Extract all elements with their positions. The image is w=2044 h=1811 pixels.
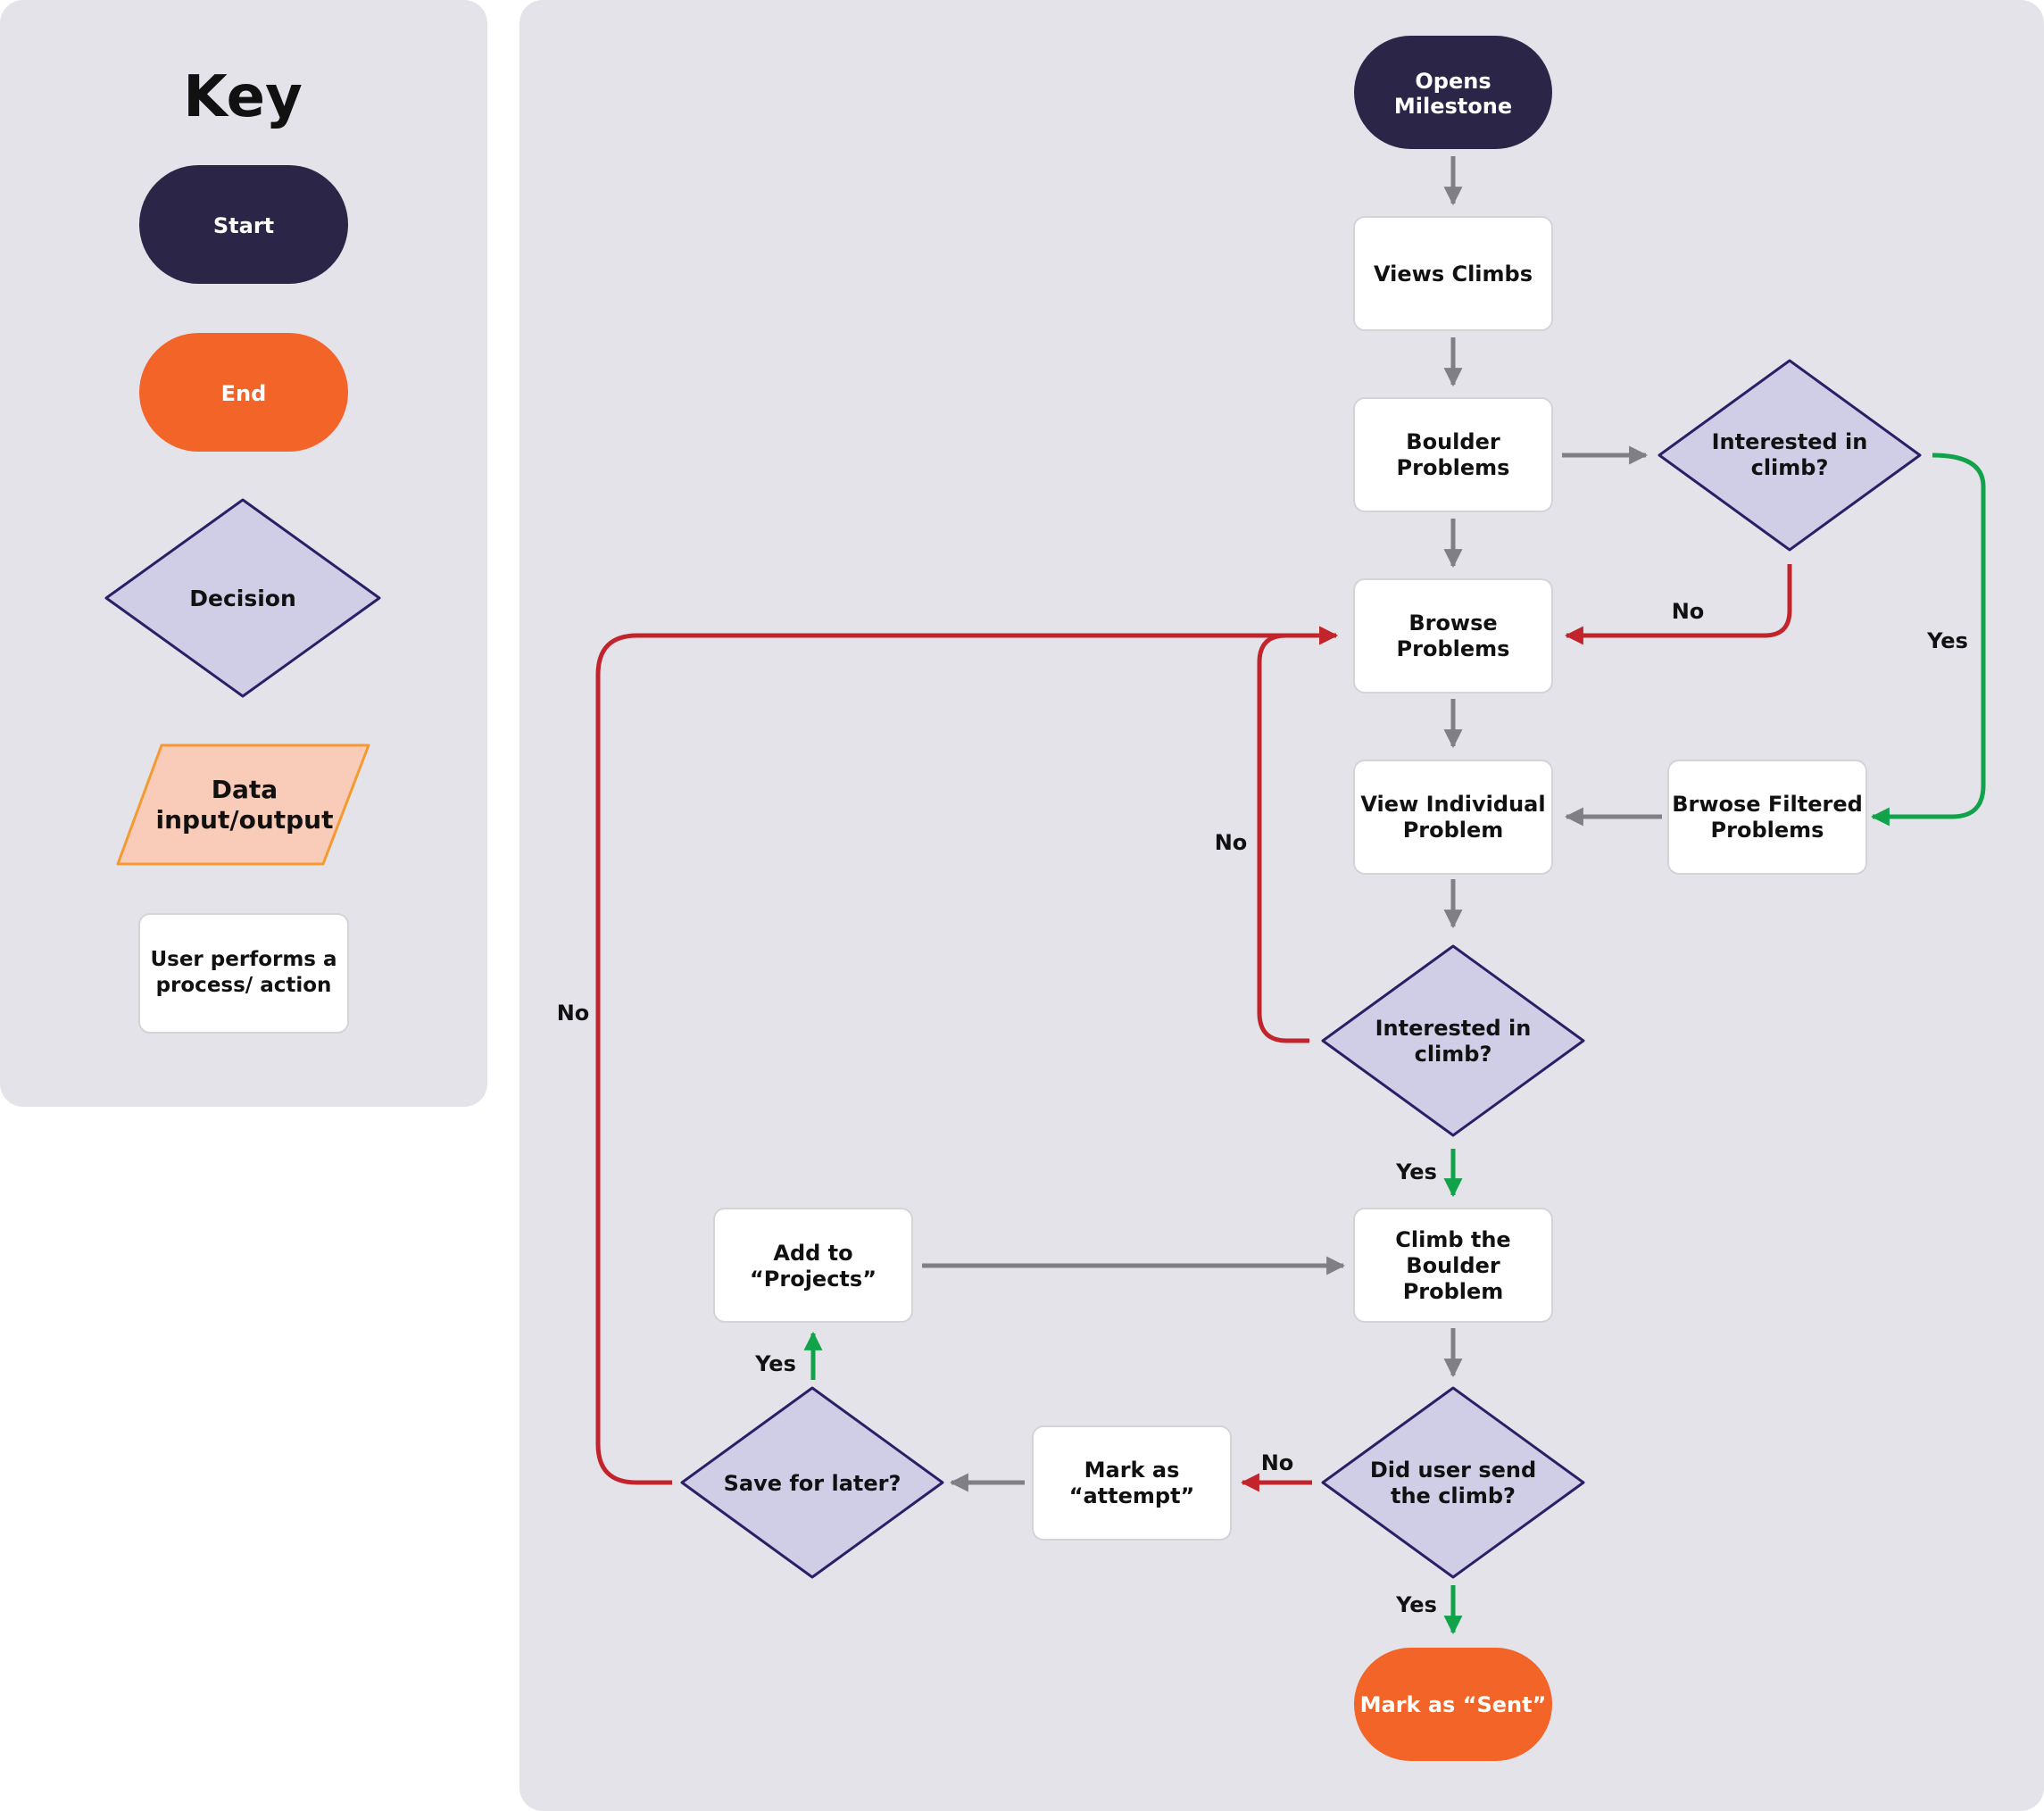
node-did-send-line-1: Did user send bbox=[1370, 1458, 1536, 1483]
key-start-label: Start bbox=[213, 213, 274, 238]
key-decision-label: Decision bbox=[189, 586, 296, 611]
edge-label-no: No bbox=[1215, 830, 1248, 855]
node-mark-sent-line-1: Mark as “Sent” bbox=[1360, 1692, 1547, 1717]
node-views-climbs-line-1: Views Climbs bbox=[1374, 262, 1533, 287]
node-view-individual-line-1: View Individual bbox=[1360, 792, 1545, 817]
node-opens-milestone-shape bbox=[1354, 36, 1552, 149]
node-view-individual-line-2: Problem bbox=[1403, 818, 1504, 843]
node-add-projects-line-1: Add to bbox=[773, 1241, 852, 1266]
node-save-later-shape bbox=[680, 1386, 944, 1579]
edge-label-no: No bbox=[1261, 1450, 1294, 1475]
edge-label-yes: Yes bbox=[1395, 1592, 1437, 1617]
node-browse-problems-line-2: Problems bbox=[1397, 636, 1510, 661]
node-mark-attempt-line-2: “attempt” bbox=[1069, 1483, 1195, 1508]
node-add-projects-shape bbox=[713, 1208, 913, 1323]
node-browse-problems-line-1: Browse bbox=[1408, 611, 1497, 636]
arrow-interested1-yes-to-filtered bbox=[1870, 453, 1986, 827]
node-add-projects: Add to “Projects” bbox=[713, 1208, 913, 1323]
node-browse-filtered: Brwose Filtered Problems bbox=[1667, 760, 1867, 875]
node-climb-boulder-line-1: Climb the bbox=[1395, 1227, 1510, 1252]
edge-label-no: No bbox=[557, 1001, 590, 1026]
node-interested-1: Interested in climb? bbox=[1658, 359, 1922, 552]
node-climb-boulder: Climb the Boulder Problem bbox=[1353, 1208, 1553, 1323]
node-views-climbs: Views Climbs bbox=[1353, 216, 1553, 331]
node-save-later: Save for later? bbox=[680, 1386, 944, 1579]
key-start-shape bbox=[139, 165, 348, 284]
node-browse-problems-shape bbox=[1353, 578, 1553, 694]
node-mark-attempt: Mark as “attempt” bbox=[1032, 1425, 1232, 1541]
node-climb-boulder-shape bbox=[1353, 1208, 1553, 1323]
key-title: Key bbox=[183, 64, 303, 130]
node-climb-boulder-line-2: Boulder bbox=[1406, 1253, 1500, 1278]
edge-label-yes: Yes bbox=[1926, 628, 1968, 653]
node-boulder-problems-line-2: Problems bbox=[1397, 455, 1510, 480]
edge-label-yes: Yes bbox=[754, 1351, 796, 1376]
node-view-individual-shape bbox=[1353, 760, 1553, 875]
key-start: Start bbox=[139, 165, 348, 284]
key-end: End bbox=[139, 333, 348, 452]
key-decision-shape bbox=[104, 498, 381, 698]
key-process-shape bbox=[138, 913, 349, 1034]
node-interested-2-line-2: climb? bbox=[1415, 1042, 1492, 1067]
arrow-interested2-no-to-browse bbox=[1257, 626, 1339, 1043]
key-decision: Decision bbox=[104, 498, 381, 698]
node-mark-attempt-line-1: Mark as bbox=[1084, 1458, 1180, 1483]
arrow-save-no-to-browse bbox=[595, 626, 1339, 1485]
edge-labels: No Yes No No Yes Yes No Yes bbox=[557, 599, 1968, 1617]
key-process-line-1: User performs a bbox=[150, 948, 337, 971]
node-browse-filtered-shape bbox=[1667, 760, 1867, 875]
node-did-send-line-2: the climb? bbox=[1391, 1483, 1516, 1508]
key-end-label: End bbox=[221, 381, 267, 406]
key-data-io-shape bbox=[116, 744, 370, 866]
node-boulder-problems-line-1: Boulder bbox=[1406, 429, 1500, 454]
key-process-line-2: process/ action bbox=[156, 974, 332, 997]
node-interested-2-shape bbox=[1321, 944, 1585, 1137]
connectors bbox=[595, 156, 1986, 1635]
edge-label-no: No bbox=[1672, 599, 1705, 624]
node-browse-problems: Browse Problems bbox=[1353, 578, 1553, 694]
key-data-io-line-1: Data bbox=[212, 775, 278, 804]
node-opens-milestone: Opens Milestone bbox=[1354, 36, 1552, 149]
key-data-io-line-2: input/output bbox=[155, 805, 333, 835]
key-data-io: Data input/output bbox=[116, 744, 370, 866]
node-views-climbs-shape bbox=[1353, 216, 1553, 331]
node-opens-milestone-line-1: Opens bbox=[1415, 69, 1491, 94]
node-mark-sent: Mark as “Sent” bbox=[1354, 1648, 1552, 1761]
node-mark-attempt-shape bbox=[1032, 1425, 1232, 1541]
node-view-individual: View Individual Problem bbox=[1353, 760, 1553, 875]
node-mark-sent-shape bbox=[1354, 1648, 1552, 1761]
node-browse-filtered-line-1: Brwose Filtered bbox=[1672, 792, 1863, 817]
edge-label-yes: Yes bbox=[1395, 1159, 1437, 1184]
node-browse-filtered-line-2: Problems bbox=[1711, 818, 1824, 843]
node-interested-1-shape bbox=[1658, 359, 1922, 552]
node-boulder-problems-shape bbox=[1353, 397, 1553, 512]
node-interested-1-line-1: Interested in bbox=[1712, 429, 1868, 454]
node-add-projects-line-2: “Projects” bbox=[750, 1267, 877, 1292]
key-process: User performs a process/ action bbox=[138, 913, 349, 1034]
node-opens-milestone-line-2: Milestone bbox=[1394, 94, 1512, 119]
arrow-interested1-no-to-browse bbox=[1564, 564, 1792, 645]
node-interested-1-line-2: climb? bbox=[1751, 455, 1829, 480]
node-interested-2: Interested in climb? bbox=[1321, 944, 1585, 1137]
node-did-send-shape bbox=[1321, 1386, 1585, 1579]
key-end-shape bbox=[139, 333, 348, 452]
node-climb-boulder-line-3: Problem bbox=[1403, 1279, 1504, 1304]
node-interested-2-line-1: Interested in bbox=[1375, 1016, 1532, 1041]
node-save-later-line-1: Save for later? bbox=[724, 1471, 902, 1496]
node-did-send: Did user send the climb? bbox=[1321, 1386, 1585, 1579]
node-boulder-problems: Boulder Problems bbox=[1353, 397, 1553, 512]
